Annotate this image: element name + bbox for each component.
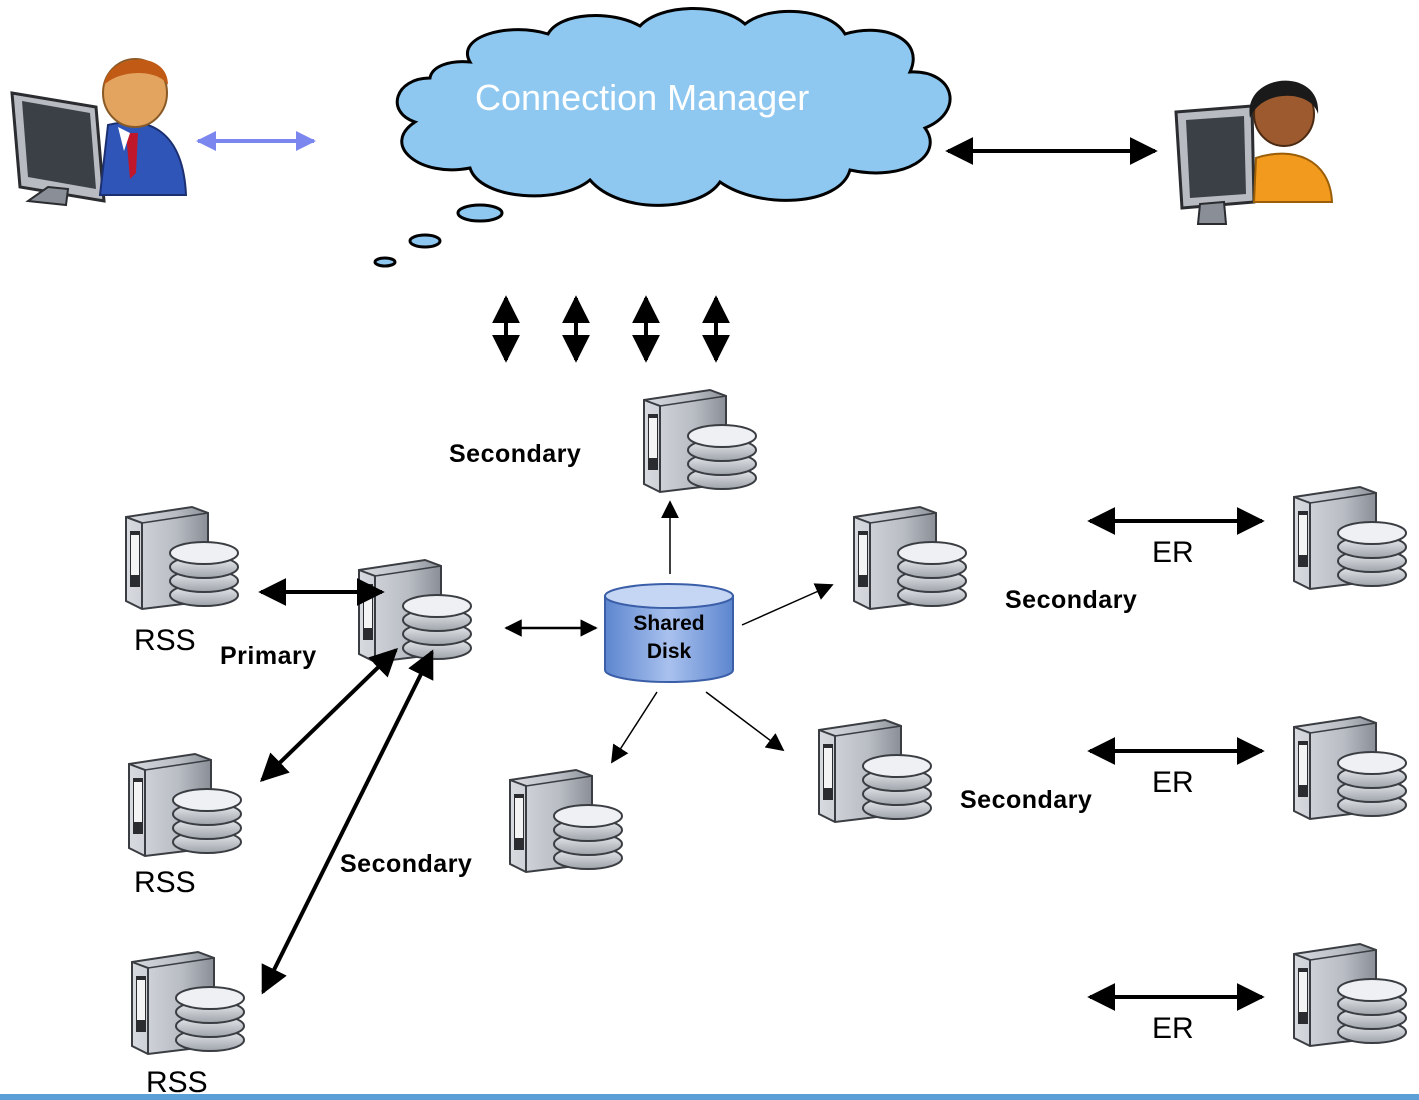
- label-er-3: ER: [1152, 1012, 1194, 1045]
- server-database-icon: [1293, 486, 1407, 590]
- label-rss-2: RSS: [134, 866, 196, 899]
- label-rss-1: RSS: [134, 624, 196, 657]
- server-database-icon: [643, 389, 757, 493]
- cloud-title: Connection Manager: [475, 77, 810, 118]
- shared-disk-line-1: Shared: [633, 612, 705, 635]
- replication-links: [258, 500, 1265, 1011]
- label-er-1: ER: [1152, 536, 1194, 569]
- cloud-connection-arrows: [492, 295, 730, 363]
- label-primary: Primary: [220, 642, 317, 670]
- server-database-icon: [1293, 716, 1407, 820]
- shared-disk-icon: [604, 583, 734, 683]
- label-secondary-bottom: Secondary: [340, 850, 473, 878]
- server-database-icon: [358, 559, 472, 663]
- server-database-icon: [1293, 943, 1407, 1047]
- shared-disk-label: Shared Disk: [605, 610, 733, 666]
- label-er-2: ER: [1152, 766, 1194, 799]
- label-secondary-top: Secondary: [449, 440, 582, 468]
- label-secondary-right-2: Secondary: [960, 786, 1093, 814]
- bottom-divider: [0, 1094, 1419, 1100]
- client-computer-icon: [1174, 80, 1334, 225]
- server-database-icon: [509, 769, 623, 873]
- client-computer-icon: [10, 58, 188, 207]
- server-database-icon: [853, 506, 967, 610]
- server-database-icon: [131, 951, 245, 1055]
- label-rss-3: RSS: [146, 1066, 208, 1099]
- label-secondary-right-1: Secondary: [1005, 586, 1138, 614]
- shared-disk-line-2: Disk: [646, 640, 692, 663]
- connection-manager-cloud: [373, 7, 952, 268]
- server-database-icon: [818, 719, 932, 823]
- server-database-icon: [128, 753, 242, 857]
- server-database-icon: [125, 506, 239, 610]
